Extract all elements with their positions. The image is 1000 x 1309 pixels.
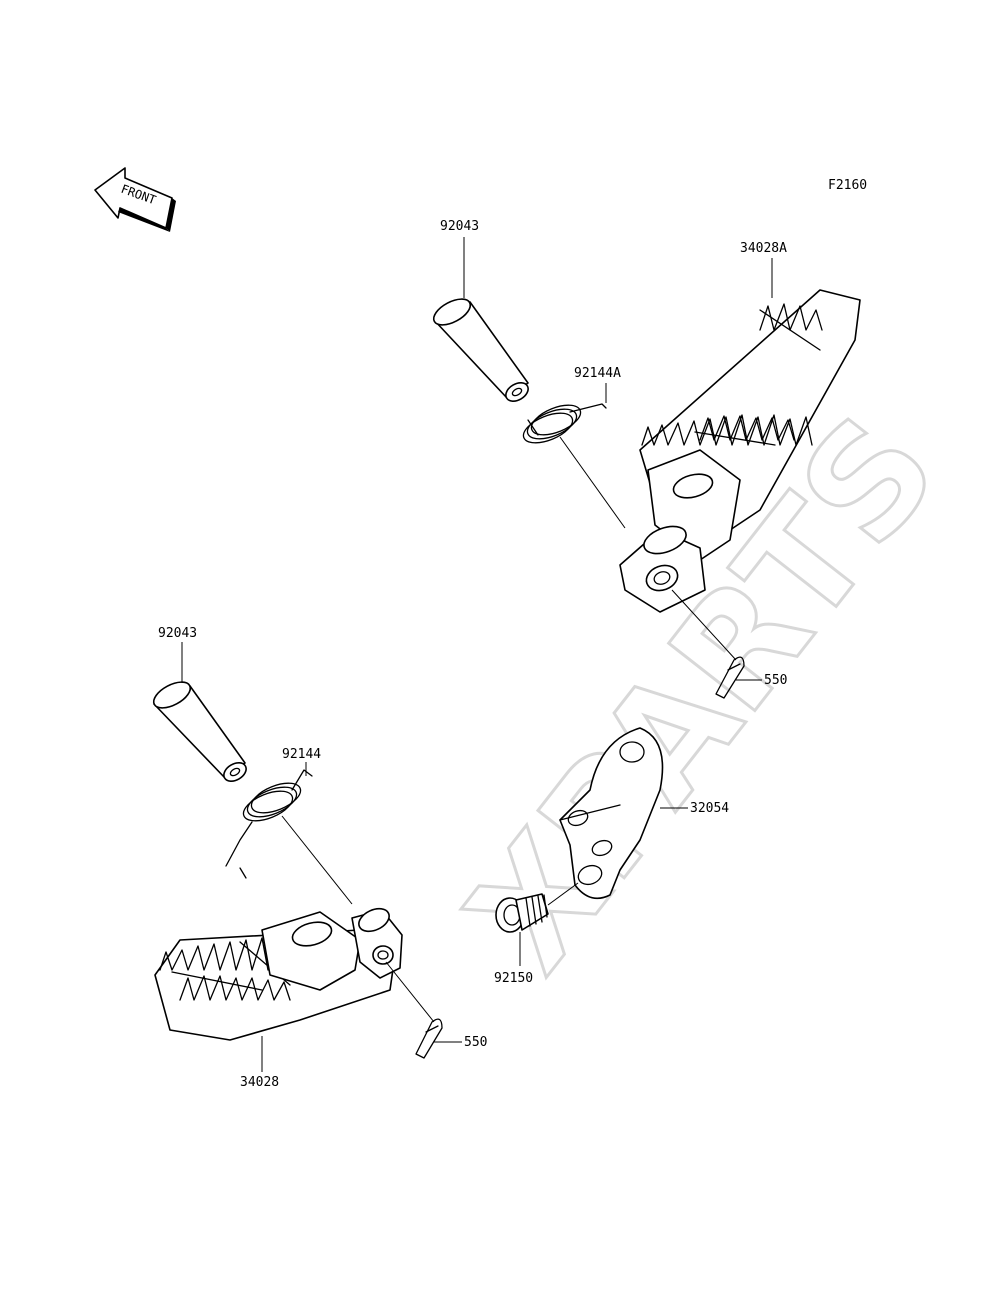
label-footpeg-left: 34028 [240, 1075, 279, 1090]
footpeg-right [619, 289, 861, 613]
label-pin-upper: 92043 [440, 219, 479, 234]
pin-upper [432, 298, 529, 402]
bracket [559, 727, 664, 900]
label-cotter-pin-upper: 550 [764, 673, 787, 688]
bolt [495, 893, 549, 933]
spring-lower [225, 769, 313, 879]
label-cotter-pin-lower: 550 [464, 1035, 487, 1050]
label-pin-lower: 92043 [158, 626, 197, 641]
cotter-pin-upper [715, 656, 745, 699]
label-bracket: 32054 [690, 801, 729, 816]
label-spring-upper: 92144A [574, 366, 621, 381]
spring-upper [522, 403, 607, 444]
figure-code: F2160 [828, 178, 867, 193]
label-spring-lower: 92144 [282, 747, 321, 762]
label-footpeg-right: 34028A [740, 241, 787, 256]
pin-lower [152, 681, 247, 782]
footpeg-left [154, 907, 403, 1041]
cotter-pin-lower [415, 1018, 443, 1059]
front-arrow-icon: FRONT [94, 167, 176, 232]
label-bolt: 92150 [494, 971, 533, 986]
